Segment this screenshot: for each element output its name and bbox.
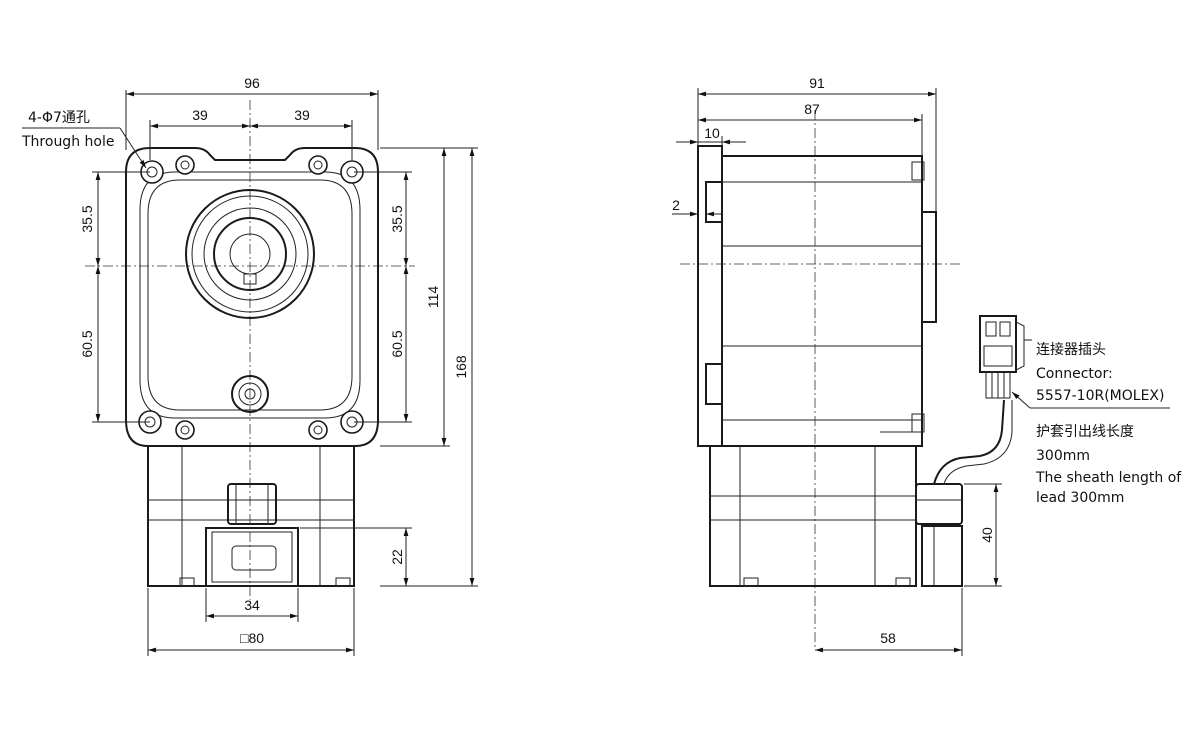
dim-front-height-168: 168 [453,355,469,379]
dim-side-87: 87 [804,101,820,117]
dim-front-left-35-5: 35.5 [79,205,95,232]
dim-front-height-114: 114 [425,286,441,309]
sheath-note-cn: 护套引出线长度 [1036,424,1134,440]
dim-side-40: 40 [979,527,995,543]
side-cable-gland [915,483,963,587]
sheath-note-en-1: The sheath length of [1035,470,1182,486]
hole-note-cn: 4-Φ7通孔 [28,110,90,126]
dim-front-left-60-5: 60.5 [79,330,95,357]
front-flange-inner [139,171,361,419]
dim-front-right-35-5: 35.5 [389,205,405,232]
connector-note-en: Connector: [1036,366,1113,382]
connector-model: 5557-10R(MOLEX) [1036,388,1164,404]
connector-note-cn: 连接器插头 [1036,341,1106,358]
dim-side-2: 2 [672,197,680,213]
front-connector [205,483,299,587]
dim-side-91: 91 [809,75,825,91]
front-motor-body [147,445,355,587]
dim-side-10: 10 [704,125,720,141]
dim-front-square-80: □80 [240,630,264,646]
side-view: 91 87 10 2 40 58 连接器插头 Connector: 5557-1… [672,75,1182,656]
dim-front-hole-left-39: 39 [192,107,208,123]
hole-note-en: Through hole [21,134,114,150]
side-cable [933,399,1005,485]
front-flange-outline [125,147,379,447]
connector-plug [979,315,1025,399]
dim-front-hole-right-39: 39 [294,107,310,123]
side-gearbox [697,145,937,447]
dim-front-22: 22 [389,549,405,565]
lower-boss [231,375,269,413]
sheath-note-en-2: lead 300mm [1036,490,1124,506]
dim-front-width-96: 96 [244,75,260,91]
front-view: 96 39 39 35.5 60.5 35.5 60.5 114 168 [21,75,478,656]
dim-front-34: 34 [244,597,260,613]
side-motor-body [709,445,917,587]
output-shaft [185,189,315,319]
sheath-note-length: 300mm [1036,448,1090,464]
dim-side-58: 58 [880,630,896,646]
dim-front-right-60-5: 60.5 [389,330,405,357]
